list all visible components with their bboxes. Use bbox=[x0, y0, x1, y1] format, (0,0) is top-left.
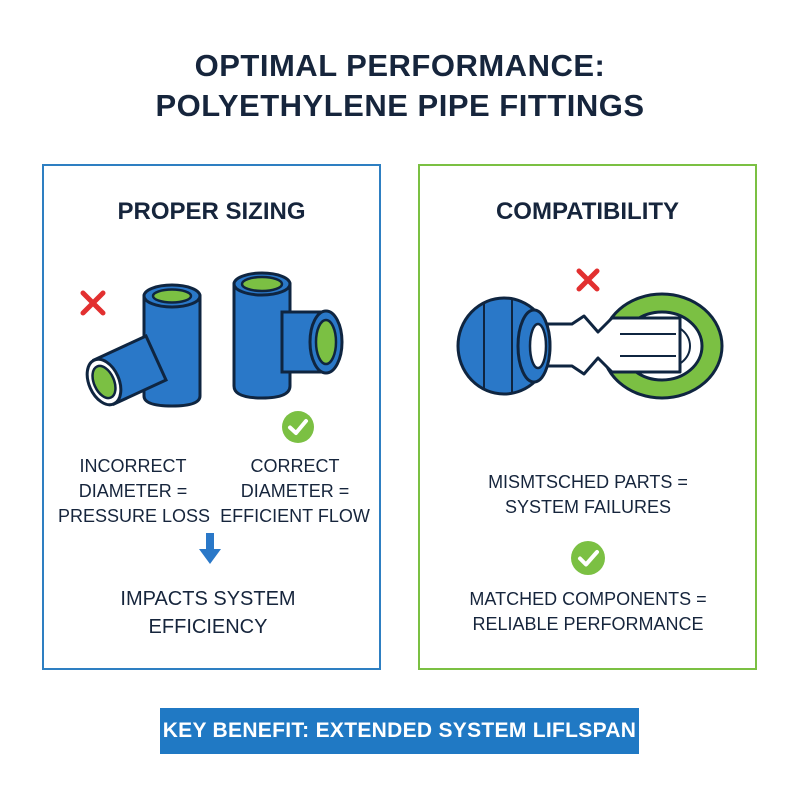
mismatch-caption: MISMTSCHED PARTS = SYSTEM FAILURES bbox=[448, 470, 728, 520]
correct-line-3: EFFICIENT FLOW bbox=[220, 506, 370, 526]
checkmark-icon bbox=[571, 541, 605, 575]
x-mark-icon bbox=[80, 290, 106, 316]
proper-sizing-panel: PROPER SIZING bbox=[42, 164, 381, 670]
correct-fitting-icon bbox=[232, 271, 344, 400]
match-caption: MATCHED COMPONENTS = RELIABLE PERFORMANC… bbox=[438, 587, 738, 637]
compatibility-heading: COMPATIBILITY bbox=[495, 198, 680, 225]
impact-line-2: EFFICIENCY bbox=[148, 616, 268, 638]
title-line-2: POLYETHYLENE PIPE FITTINGS bbox=[155, 88, 645, 123]
mismatch-line-2: SYSTEM FAILURES bbox=[504, 497, 672, 517]
incorrect-line-2: DIAMETER = bbox=[78, 481, 188, 501]
title-line-1: OPTIMAL PERFORMANCE: bbox=[194, 48, 606, 83]
impact-caption: IMPACTS SYSTEM EFFICIENCY bbox=[108, 585, 308, 641]
incorrect-line-3: PRESSURE LOSS bbox=[58, 506, 211, 526]
x-mark-icon bbox=[576, 268, 600, 292]
compatibility-panel: COMPATIBILITY bbox=[418, 164, 757, 670]
mismatch-line-1: MISMTSCHED PARTS = bbox=[488, 472, 688, 492]
correct-diameter-caption: CORRECT DIAMETER = EFFICIENT FLOW bbox=[220, 454, 370, 529]
arrow-down-icon bbox=[199, 533, 221, 564]
correct-line-1: CORRECT bbox=[250, 456, 340, 476]
impact-line-1: IMPACTS SYSTEM bbox=[120, 588, 296, 610]
correct-line-2: DIAMETER = bbox=[240, 481, 350, 501]
key-benefit-banner: KEY BENEFIT: EXTENDED SYSTEM LIFLSPAN bbox=[160, 708, 639, 754]
match-line-1: MATCHED COMPONENTS = bbox=[469, 589, 707, 609]
checkmark-icon bbox=[282, 411, 314, 443]
incorrect-diameter-caption: INCORRECT DIAMETER = PRESSURE LOSS bbox=[58, 454, 211, 529]
proper-sizing-heading: PROPER SIZING bbox=[117, 198, 306, 225]
mismatched-parts-icon bbox=[456, 292, 724, 400]
match-line-2: RELIABLE PERFORMANCE bbox=[472, 614, 704, 634]
page-title: OPTIMAL PERFORMANCE: POLYETHYLENE PIPE F… bbox=[0, 46, 800, 126]
incorrect-fitting-icon bbox=[85, 283, 202, 408]
incorrect-line-1: INCORRECT bbox=[79, 456, 187, 476]
